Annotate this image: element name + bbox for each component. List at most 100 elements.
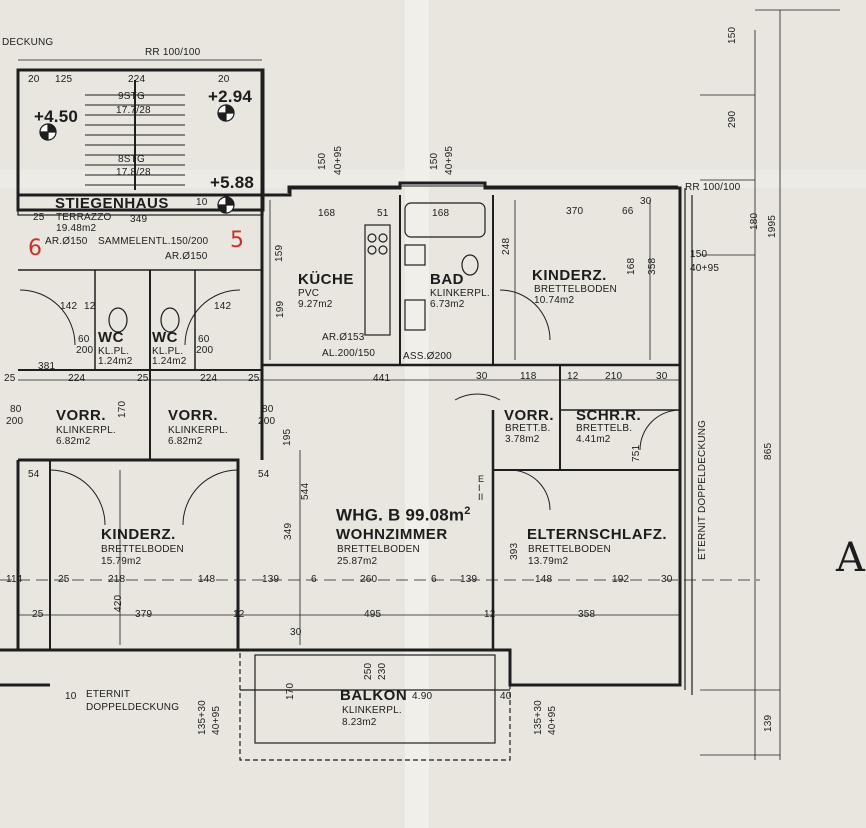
dim-358: 358 [578, 609, 596, 620]
level-294: +2.94 [208, 87, 253, 106]
room-stairs-name: STIEGENHAUS [55, 195, 169, 212]
dim-379-25: 25 [32, 609, 44, 620]
dim-393: 393 [509, 542, 520, 560]
level-markers [39, 104, 235, 214]
dim-13530-a: 135+30 [197, 700, 208, 735]
room-wc-left-name: WC [98, 329, 124, 346]
dim-4095-b: 40+95 [547, 705, 558, 735]
dim-379: 379 [135, 609, 153, 620]
sammel-label: SAMMELENTL.150/200 [98, 236, 209, 247]
room-kids-bottom-floor: BRETTELBODEN [101, 544, 184, 555]
room-vorr-right-floor: KLINKERPL. [168, 425, 228, 436]
dim-170b: 170 [285, 682, 296, 700]
room-vorr-left-name: VORR. [56, 407, 107, 424]
deckung-top-label: DECKUNG [2, 37, 54, 48]
dim-pipe-4095a: 40+95 [333, 145, 344, 175]
room-parents-floor: BRETTELBODEN [528, 544, 611, 555]
dim-420: 420 [113, 594, 124, 612]
dim-right-4095: 40+95 [690, 263, 720, 274]
dim-358v: 358 [647, 257, 658, 275]
dim-door-200b: 200 [258, 416, 276, 427]
room-closet-area: 4.41m2 [576, 434, 611, 445]
room-wc-right-area: 1.24m2 [152, 356, 187, 367]
ar-kitchen-label: AR.Ø153 [322, 332, 365, 343]
ar-left-label: AR.Ø150 [45, 236, 88, 247]
fixtures [108, 202, 486, 336]
apartment-title: WHG. B 99.08m2 [336, 506, 471, 524]
dim-main-260: 260 [360, 574, 378, 585]
dim-right-290: 290 [727, 110, 738, 128]
dim-main-114: 114 [6, 574, 23, 585]
stg8-label: 8STG [118, 154, 145, 165]
room-vorr-small-floor: BRETT.B. [505, 423, 551, 434]
al-label: AL.200/150 [322, 348, 376, 359]
dim-495: 495 [364, 609, 382, 620]
dim-right-139: 139 [763, 714, 774, 732]
dim-159: 159 [274, 244, 285, 262]
rr-top-label: RR 100/100 [145, 47, 201, 58]
dim-top-20b: 20 [218, 74, 230, 85]
red-marker-6: 6 [28, 236, 43, 261]
dim-pipe-150a: 150 [317, 152, 328, 170]
dim-main-148a: 148 [198, 574, 216, 585]
eii-label: E I II [478, 474, 485, 502]
dim-row224-25b: 25 [137, 373, 149, 384]
level-450: +4.50 [34, 107, 79, 126]
room-living-area: 25.87m2 [337, 556, 378, 567]
room-vorr-left-floor: KLINKERPL. [56, 425, 116, 436]
room-balcony-area: 8.23m2 [342, 717, 377, 728]
dim-248: 248 [501, 237, 512, 255]
room-balcony-floor: KLINKERPL. [342, 705, 402, 716]
dim-main-218: 218 [108, 574, 126, 585]
dim-row224-224b: 224 [200, 373, 218, 384]
room-kids-top-floor: BRETTELBODEN [534, 284, 617, 295]
stg9-dim: 17.7/28 [116, 105, 151, 116]
dim-kitchen-51: 51 [377, 208, 389, 219]
dim-13530-b: 135+30 [533, 700, 544, 735]
dim-bath-168: 168 [432, 208, 450, 219]
dim-row224-25a: 25 [4, 373, 16, 384]
dim-right-180: 180 [749, 212, 760, 230]
dim-250: 250 [363, 662, 374, 680]
dim-main-192: 192 [612, 574, 630, 585]
dim-main-139b: 139 [460, 574, 478, 585]
balcony-outline [239, 649, 511, 761]
dim-54b: 54 [258, 469, 270, 480]
dim-pipe-150b: 150 [429, 152, 440, 170]
room-kids-bottom-area: 15.79m2 [101, 556, 142, 567]
dim-door-80a: 80 [10, 404, 22, 415]
dim-door-80b: 80 [262, 404, 274, 415]
room-vorr-small-area: 3.78m2 [505, 434, 540, 445]
eternit-bottom-1: ETERNIT [86, 689, 131, 700]
dim-10: 10 [65, 691, 77, 702]
room-wc-left-area: 1.24m2 [98, 356, 133, 367]
dim-top-224: 224 [128, 74, 146, 85]
dim-168v: 168 [626, 257, 637, 275]
room-parents-area: 13.79m2 [528, 556, 569, 567]
dim-379-12b: 12 [484, 609, 496, 620]
dim-441: 441 [373, 373, 391, 384]
room-bath-area: 6.73m2 [430, 299, 465, 310]
stair-treads [85, 80, 185, 190]
dim-main-6a: 6 [311, 574, 317, 585]
dim-row224-25c: 25 [248, 373, 260, 384]
red-marker-5: 5 [230, 228, 245, 253]
dim-381: 381 [38, 361, 56, 372]
eternit-right: ETERNIT DOPPELDECKUNG [697, 419, 708, 560]
room-vorr-small-name: VORR. [504, 407, 555, 424]
dim-top-125: 125 [55, 74, 73, 85]
dim-12a: 12 [84, 301, 96, 312]
dim-195: 195 [282, 428, 293, 446]
dim-4095-a: 40+95 [211, 705, 222, 735]
dim-wc-200a: 200 [76, 345, 94, 356]
dim-349: 349 [283, 522, 294, 540]
dim-199: 199 [275, 300, 286, 318]
dim-54a: 54 [28, 469, 40, 480]
section-letter-a: A [836, 535, 866, 581]
dim-stairs-10: 10 [196, 197, 208, 208]
dim-row224-224a: 224 [68, 373, 86, 384]
apartment-title-text: WHG. B 99.08m [336, 505, 465, 525]
room-living-name: WOHNZIMMER [336, 526, 448, 543]
room-parents-name: ELTERNSCHLAFZ. [527, 526, 668, 543]
